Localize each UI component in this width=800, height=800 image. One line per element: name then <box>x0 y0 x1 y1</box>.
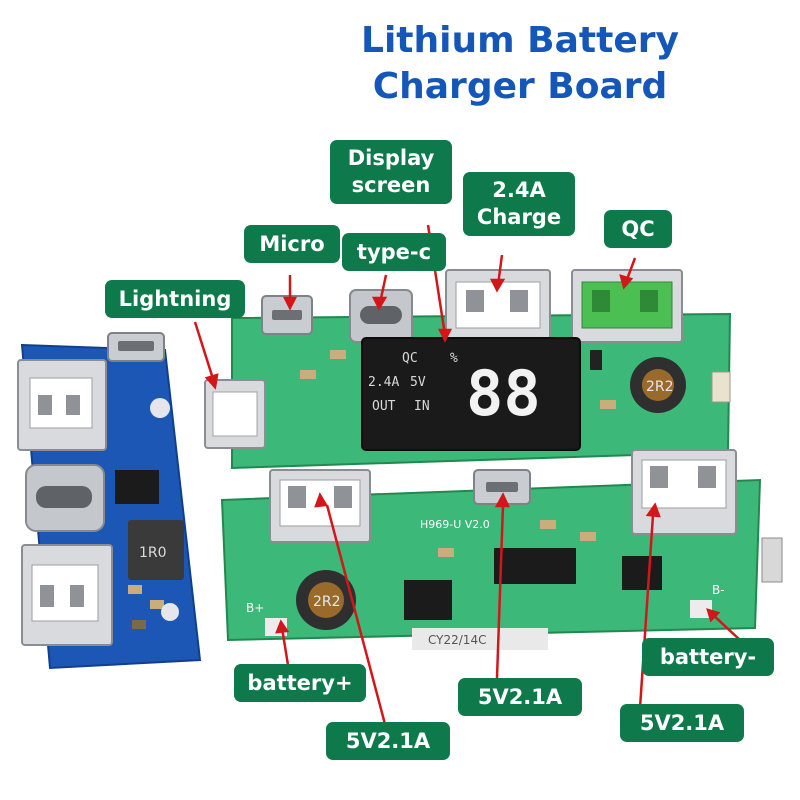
label-output-left: 5V2.1A <box>326 722 450 760</box>
label-lightning: Lightning <box>105 280 245 318</box>
label-qc: QC <box>604 210 672 248</box>
label-display-screen: Display screen <box>330 140 452 204</box>
display-percent-text: % <box>450 351 458 366</box>
label-display-line1: Display <box>347 146 435 170</box>
label-typec: type-c <box>342 233 446 271</box>
display-qc-text: QC <box>402 351 418 366</box>
display-volt-text: 5V <box>410 375 426 390</box>
label-display-line2: screen <box>351 173 431 197</box>
silk-b-minus: B- <box>712 583 725 597</box>
silk-serial: CY22/14C <box>428 633 486 647</box>
label-charge: 2.4A Charge <box>463 172 575 236</box>
display-out-text: OUT <box>372 399 396 414</box>
label-battery-plus: battery+ <box>234 664 366 702</box>
inductor-marking-top: 2R2 <box>646 379 674 395</box>
inductor-marking-blue: 1R0 <box>139 545 167 561</box>
label-charge-line1: 2.4A <box>492 178 546 202</box>
title-line-2: Charger Board <box>372 66 668 107</box>
label-charge-line2: Charge <box>476 205 562 229</box>
silk-b-plus: B+ <box>246 601 264 615</box>
green-pcb-board-top: QC % 5V 2.4A IN OUT 88 2R2 <box>204 269 732 470</box>
label-output-middle: 5V2.1A <box>458 678 582 716</box>
label-micro: Micro <box>244 225 340 263</box>
display-in-text: IN <box>414 399 430 414</box>
silk-model: H969-U V2.0 <box>420 518 490 531</box>
blue-pcb-board: 1R0 <box>17 332 202 670</box>
green-pcb-board-bottom: 2R2 B+ B- H969-U V2.0 CY22/14C <box>220 449 783 650</box>
display-digits: 88 <box>466 357 541 430</box>
display-amp-text: 2.4A <box>368 375 399 390</box>
label-battery-minus: battery- <box>642 638 774 676</box>
callout-lines <box>193 224 741 729</box>
inductor-marking-bottom: 2R2 <box>313 594 341 610</box>
label-output-right: 5V2.1A <box>620 704 744 742</box>
title-line-1: Lithium Battery <box>361 20 679 61</box>
page-title: Lithium Battery Charger Board <box>330 18 710 110</box>
